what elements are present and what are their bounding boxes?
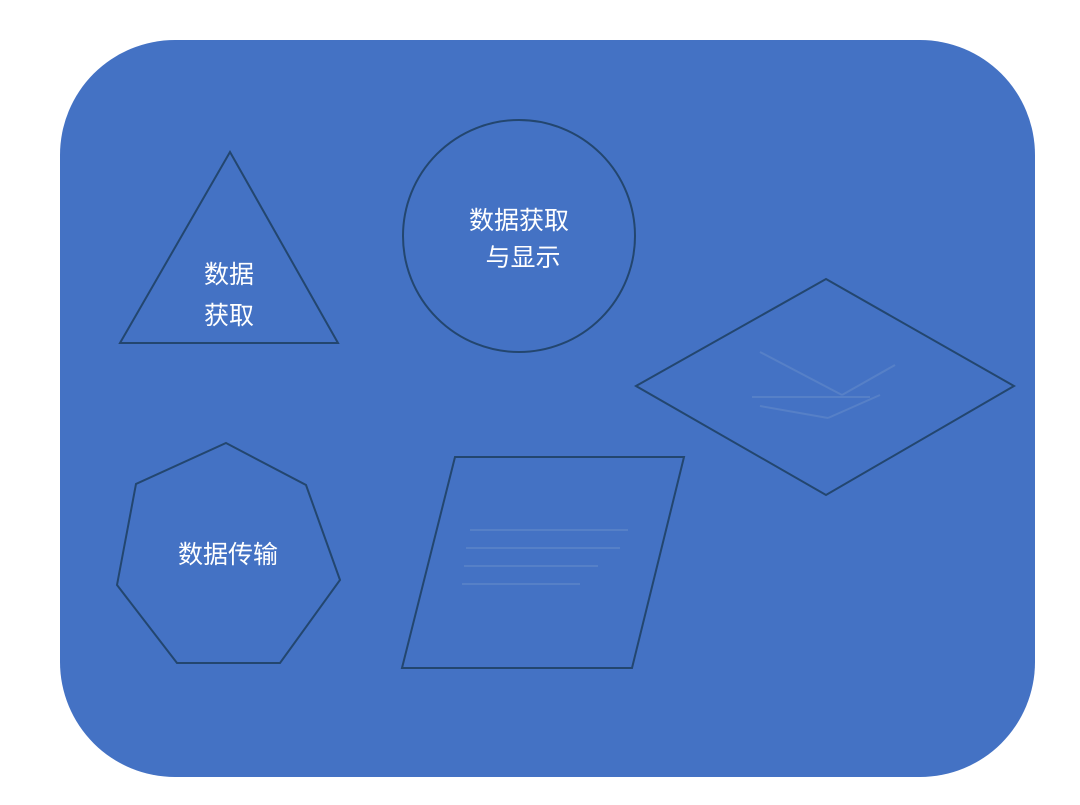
diamond-faint-mark — [752, 351, 896, 419]
circle-label-line1: 数据获取 — [469, 206, 569, 235]
circle-label-line2: 与显示 — [485, 243, 560, 272]
diagram-panel — [60, 40, 1035, 777]
heptagon-label: 数据传输 — [178, 540, 278, 569]
triangle-label-line2: 获取 — [204, 301, 254, 330]
diamond-shape — [633, 277, 1017, 497]
heptagon-shape: 数据传输 — [115, 441, 342, 664]
triangle-shape: 数据 获取 — [118, 149, 340, 344]
triangle-label-line1: 数据 — [204, 260, 254, 289]
circle-shape: 数据获取 与显示 — [402, 119, 636, 353]
parallelogram-faint-lines — [462, 529, 628, 585]
parallelogram-shape — [400, 456, 686, 669]
